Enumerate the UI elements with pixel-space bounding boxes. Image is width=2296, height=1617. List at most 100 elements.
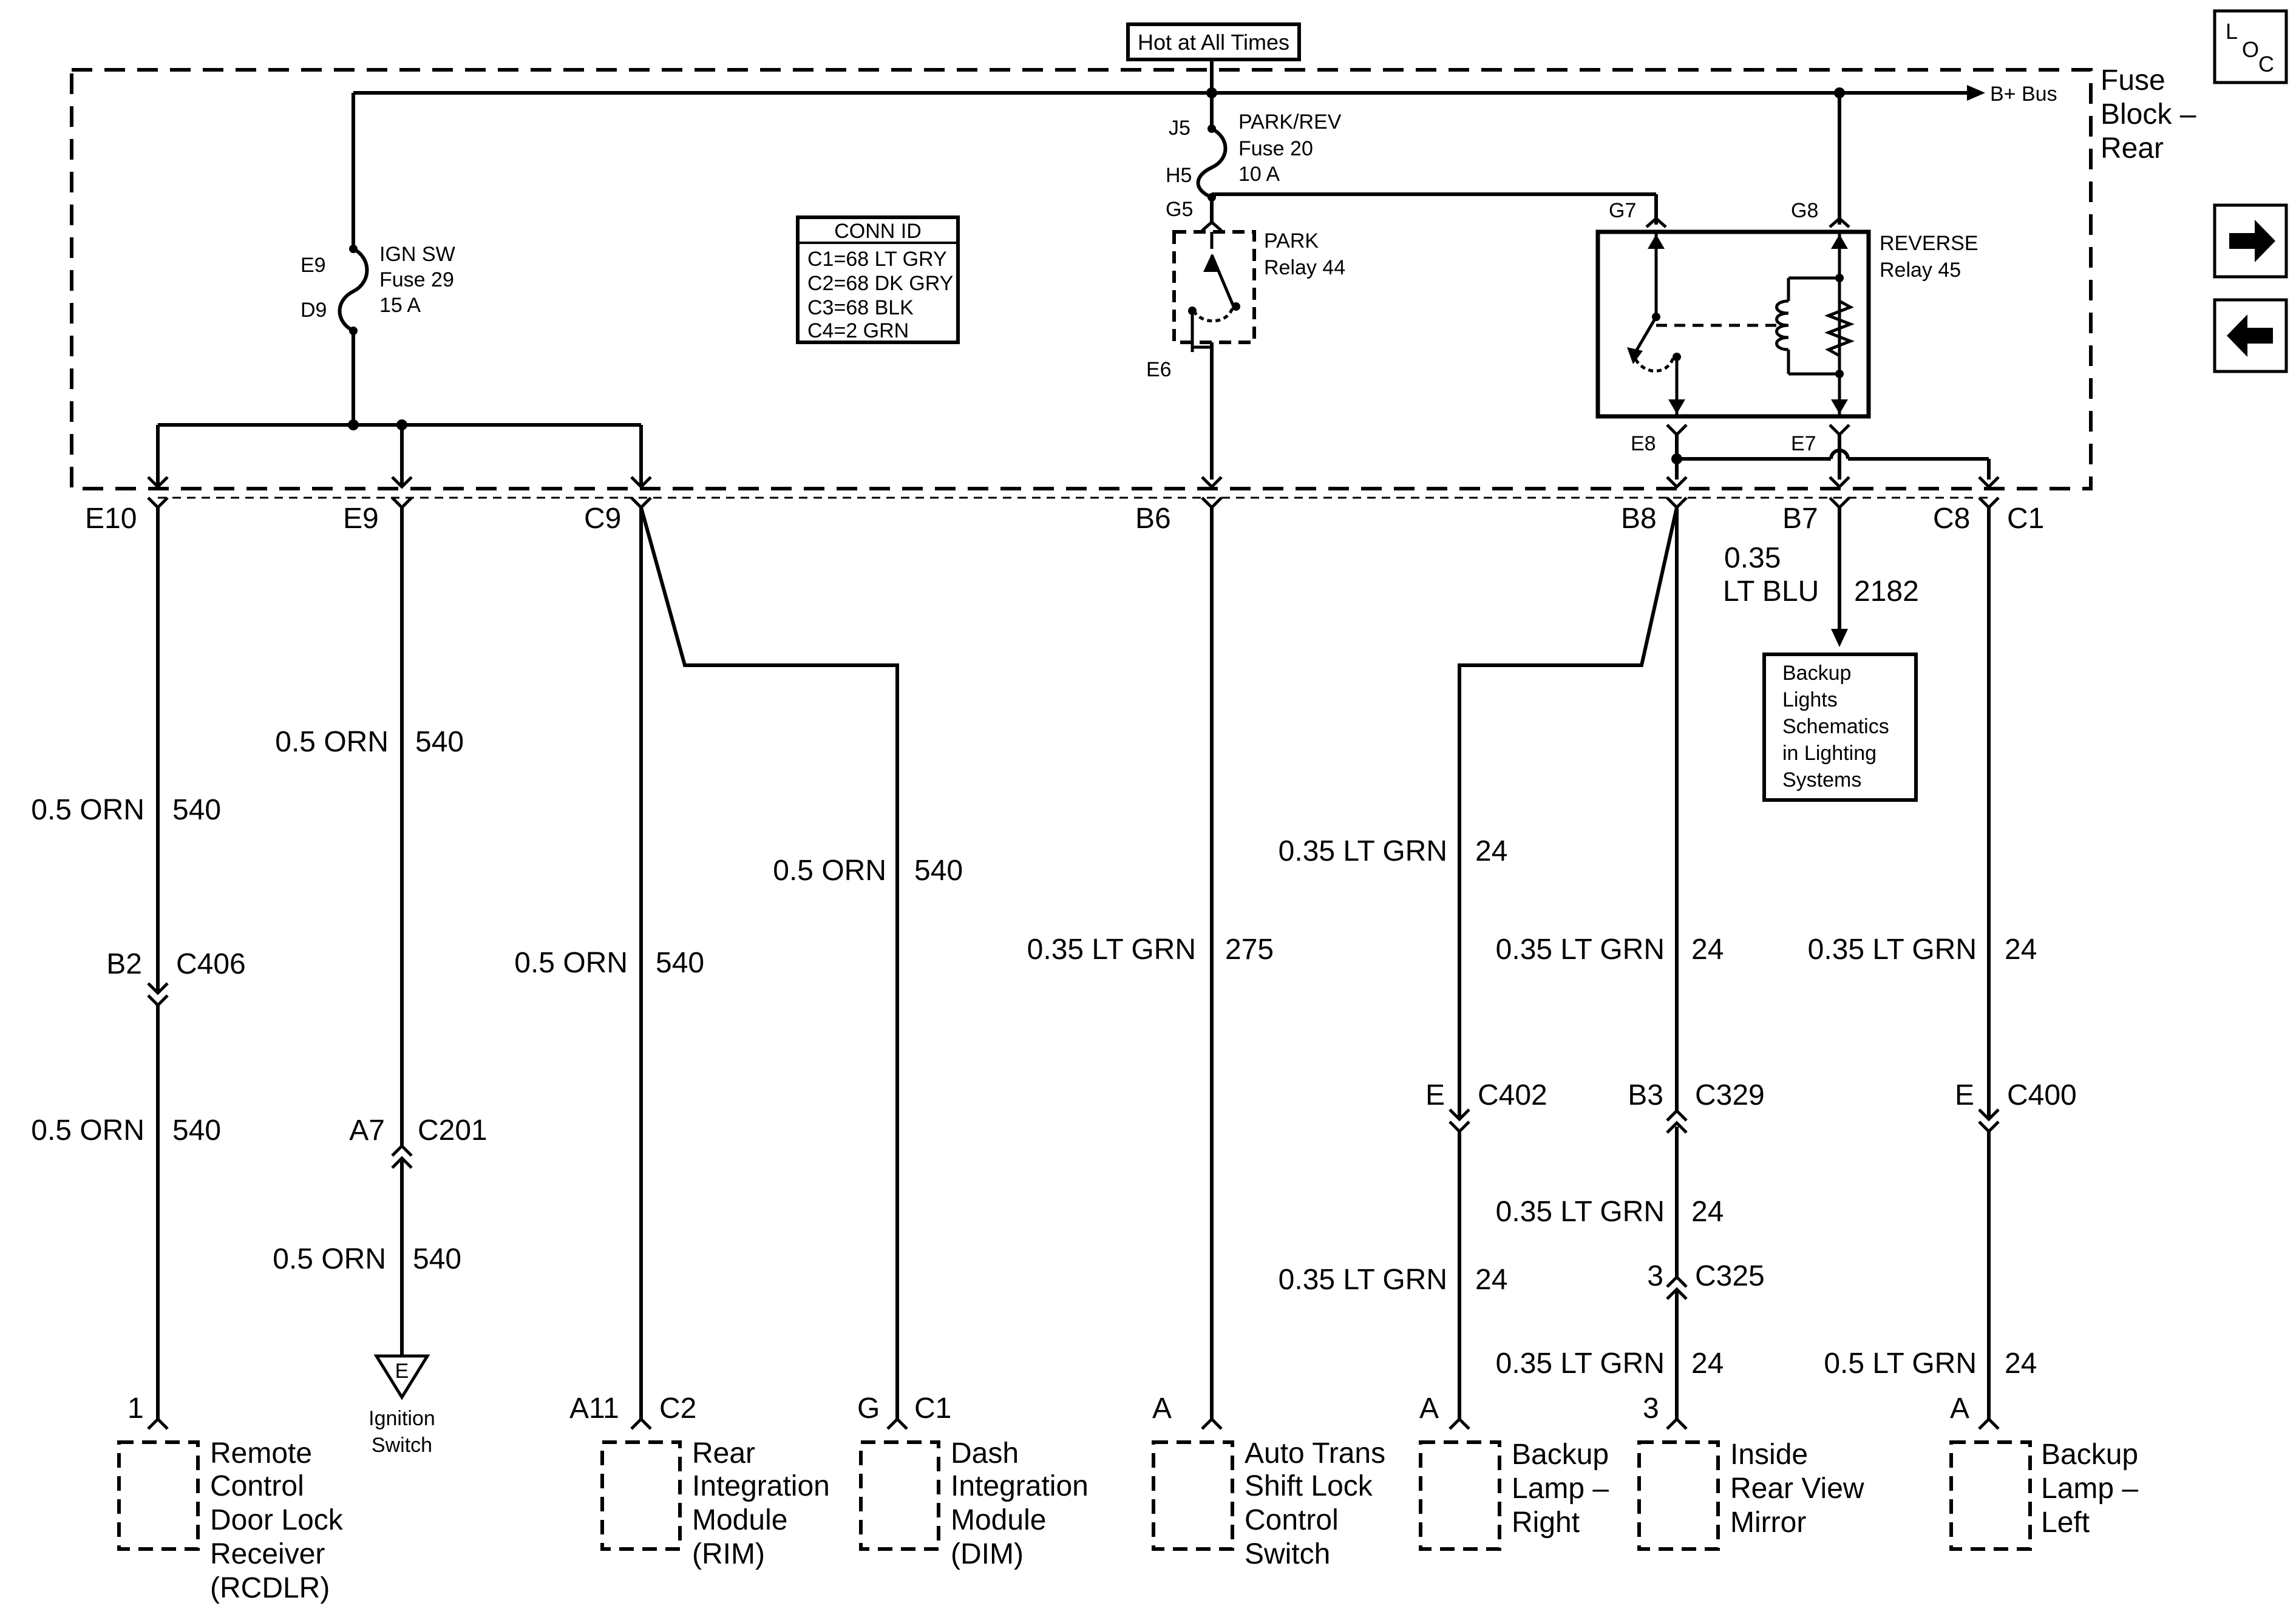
component-name-line: Door Lock (210, 1504, 344, 1536)
component-name-line: Dash (951, 1437, 1019, 1470)
lower-wires (156, 507, 1991, 1419)
reverse-relay-internals (1634, 232, 1855, 416)
component-name-line: Remote (210, 1437, 312, 1470)
wire-size-color: 0.35 LT GRN (1808, 934, 1977, 966)
inline-connector-name: C402 (1478, 1079, 1547, 1111)
wire-size-color: 0.5 ORN (273, 1243, 386, 1275)
reverse-relay-outline (1595, 229, 1871, 419)
backup-lamp-right-component: A Backup Lamp – Right (1419, 1392, 1609, 1551)
component-pin: A (1152, 1392, 1172, 1425)
park-fuse-amps: 10 A (1238, 163, 1280, 186)
backup-ref-line: Schematics (1782, 715, 1889, 738)
fuse-block-label-1: Fuse (2101, 64, 2165, 97)
component-name-line: Backup (2041, 1439, 2138, 1471)
wire-size-color: 0.5 LT GRN (1824, 1348, 1977, 1380)
backup-ref-line: Lights (1782, 688, 1838, 711)
reverse-relay-name: REVERSE (1880, 232, 1978, 255)
component-name-line: (DIM) (951, 1538, 1024, 1570)
park-fuse-pin-out: H5 (1166, 164, 1192, 187)
backup-ref-line: in Lighting (1782, 742, 1877, 765)
ign-fuse-amps: 15 A (379, 294, 421, 317)
component-name-line: Module (692, 1504, 787, 1536)
dim-component: G C1 Dash Integration Module (DIM) (857, 1392, 1089, 1570)
wire-circuit: 540 (914, 855, 963, 887)
wire-circuit: 24 (2005, 1348, 2037, 1380)
component-pin: A11 (569, 1392, 619, 1425)
backup-lights-reference-link[interactable]: Backup Lights Schematics in Lighting Sys… (1762, 653, 1918, 802)
ign-fuse-name: IGN SW (379, 243, 455, 266)
conn-id-title: CONN ID (834, 220, 922, 243)
inline-connector-pin: A7 (349, 1114, 385, 1147)
inline-connector-name: C400 (2007, 1079, 2077, 1111)
component-pin: G (857, 1392, 880, 1425)
wire-size-color: 0.5 ORN (275, 726, 389, 758)
component-name-line: Right (1512, 1507, 1580, 1539)
conn-id-row: C1=68 LT GRY (807, 248, 947, 271)
wire-size-color: 0.5 ORN (773, 855, 886, 887)
conn-id-table: CONN ID C1=68 LT GRY C2=68 DK GRY C3=68 … (796, 215, 960, 344)
component-name-line: Integration (692, 1470, 830, 1502)
wire-circuit: 24 (2005, 934, 2037, 966)
inline-connector-symbols (147, 982, 2000, 1300)
wire-circuit: 24 (1691, 1348, 1724, 1380)
backup-lamp-left-component: A Backup Lamp – Left (1949, 1392, 2138, 1551)
component-terminals (147, 1417, 2000, 1430)
component-connector: C2 (659, 1392, 696, 1425)
connector-label: E9 (343, 503, 379, 535)
connector-label: C9 (584, 503, 621, 535)
ignition-ref-label-2: Switch (372, 1434, 432, 1457)
connector-label: B7 (1782, 503, 1818, 535)
inline-connector-pin: E (1955, 1079, 1974, 1111)
next-page-button[interactable] (2213, 203, 2288, 279)
fuse-block-outline (70, 68, 2093, 490)
wire-size-color: 0.5 ORN (31, 794, 144, 826)
wire-circuit: 540 (172, 794, 221, 826)
ignition-switch-reference[interactable]: E Ignition Switch (369, 1354, 435, 1457)
backup-ref-circuit: 2182 (1854, 575, 1919, 608)
wire-size-color: 0.5 ORN (31, 1114, 144, 1147)
component-pin: 3 (1643, 1392, 1659, 1425)
loc-button[interactable]: L O C (2213, 9, 2288, 84)
inline-connector-pin: B3 (1628, 1079, 1663, 1111)
component-name-line: Backup (1512, 1439, 1609, 1471)
park-relay-number: Relay 44 (1264, 256, 1345, 279)
conn-id-row: C4=2 GRN (807, 319, 909, 342)
connector-label: C1 (2007, 503, 2044, 535)
ignition-ref-symbol: E (395, 1360, 409, 1383)
park-relay-pin-out: E6 (1146, 358, 1172, 381)
wire-circuit: 24 (1691, 934, 1724, 966)
rcdlr-component: 1 Remote Control Door Lock Receiver (RCD… (117, 1392, 344, 1604)
park-relay-pin-in: G5 (1166, 198, 1193, 221)
component-name-line: Shift Lock (1245, 1470, 1373, 1502)
component-name-line: Lamp – (2041, 1473, 2138, 1505)
component-name-line: (RCDLR) (210, 1572, 330, 1604)
backup-ref-line: Systems (1782, 768, 1861, 792)
component-name-line: Integration (951, 1470, 1089, 1502)
wire-size-color: 0.5 ORN (514, 947, 628, 979)
arrow-right-icon (2229, 220, 2275, 262)
reverse-relay-pin-e8: E8 (1631, 432, 1656, 455)
park-fuse-number: Fuse 20 (1238, 137, 1313, 160)
wire-size-color: 0.35 LT GRN (1027, 934, 1196, 966)
loc-letter-o: O (2242, 37, 2259, 62)
inline-connector-pin: 3 (1647, 1260, 1663, 1292)
inline-connector-pin: B2 (106, 948, 142, 980)
shift-lock-component: A Auto Trans Shift Lock Control Switch (1152, 1392, 1385, 1570)
hot-label-box (1126, 22, 1301, 61)
prev-page-button[interactable] (2213, 298, 2288, 373)
component-name-line: Left (2041, 1507, 2090, 1539)
component-name-line: Switch (1245, 1538, 1330, 1570)
wire-circuit: 540 (656, 947, 704, 979)
component-name-line: Control (210, 1470, 304, 1502)
backup-ref-wire-size: 0.35 (1724, 542, 1781, 574)
rear-view-mirror-component: 3 Inside Rear View Mirror (1637, 1392, 1864, 1551)
component-pin: 1 (127, 1392, 144, 1425)
bus-label: B+ Bus (1990, 83, 2057, 106)
b-plus-bus (352, 91, 1967, 249)
loc-letter-c: C (2258, 52, 2274, 76)
hot-label: Hot at All Times (1138, 30, 1289, 55)
reverse-relay-pin-g7: G7 (1609, 199, 1636, 222)
component-name-line: Auto Trans (1245, 1437, 1385, 1470)
component-pin: A (1419, 1392, 1439, 1425)
